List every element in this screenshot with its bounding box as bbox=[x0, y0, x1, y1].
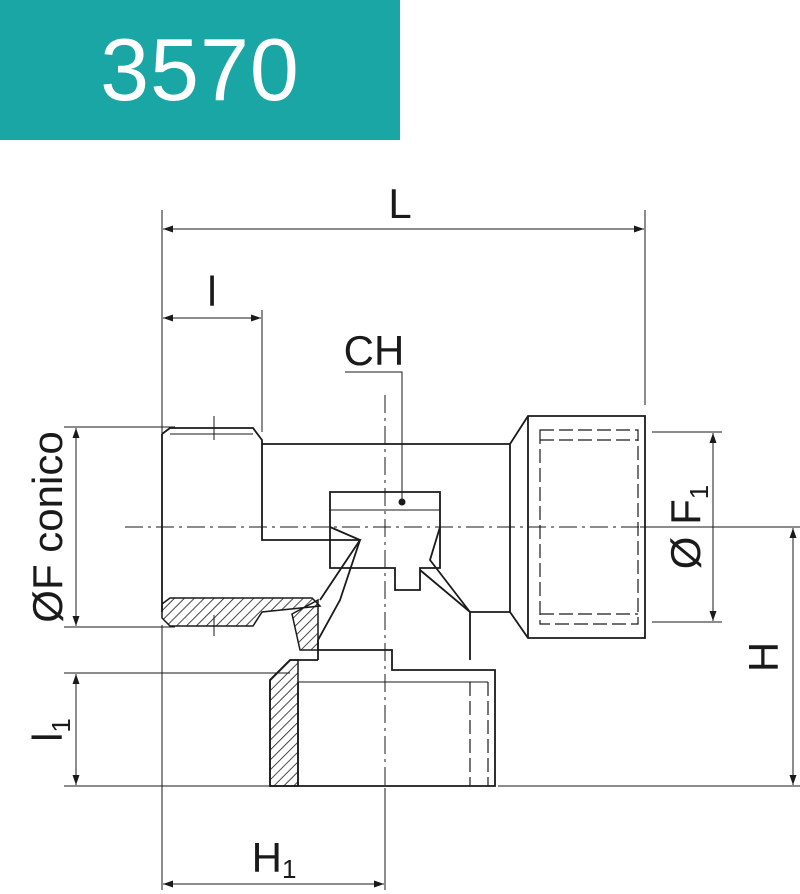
label-H: H bbox=[740, 642, 787, 672]
svg-text:Ø F1: Ø F1 bbox=[662, 485, 714, 569]
label-F-conico: ØF conico bbox=[24, 431, 71, 622]
svg-text:H1: H1 bbox=[252, 834, 297, 884]
label-H1-subscript: 1 bbox=[282, 854, 296, 884]
dimension-lines bbox=[72, 225, 797, 888]
label-l: l bbox=[207, 268, 216, 315]
label-L: L bbox=[388, 180, 411, 227]
dimension-labels: L l CH ØF conico Ø F1 H l1 H1 bbox=[24, 180, 787, 884]
label-l1: l bbox=[24, 733, 71, 742]
svg-text:l1: l1 bbox=[24, 718, 76, 742]
label-F1-subscript: 1 bbox=[684, 485, 714, 499]
product-code: 3570 bbox=[100, 20, 300, 119]
label-F1: Ø F bbox=[662, 499, 709, 569]
label-H1: H bbox=[252, 834, 282, 881]
ch-leader-dot bbox=[398, 498, 406, 506]
center-lines bbox=[125, 395, 690, 800]
fitting-body bbox=[161, 415, 646, 787]
section-hatching bbox=[161, 597, 322, 787]
ch-leader-line bbox=[345, 371, 403, 500]
extension-lines bbox=[64, 210, 800, 890]
label-l1-subscript: 1 bbox=[46, 718, 76, 732]
product-code-badge: 3570 bbox=[0, 0, 400, 140]
label-CH: CH bbox=[344, 327, 405, 374]
